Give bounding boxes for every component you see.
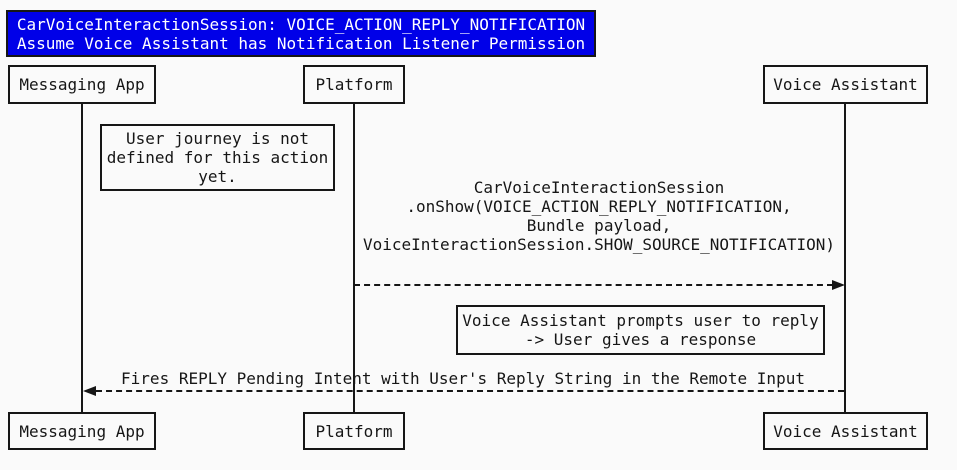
participant-messaging-app-top: Messaging App [8, 65, 156, 104]
arrowhead-left-icon [83, 386, 96, 396]
participant-messaging-app-bottom: Messaging App [8, 412, 156, 450]
diagram-title: CarVoiceInteractionSession: VOICE_ACTION… [6, 10, 596, 57]
participant-platform-top: Platform [303, 65, 405, 104]
message-fires-reply-label: Fires REPLY Pending Intent with User's R… [121, 369, 805, 388]
arrowhead-right-icon [832, 280, 845, 290]
participant-voice-assistant-bottom: Voice Assistant [763, 412, 928, 450]
participant-voice-assistant-top: Voice Assistant [763, 65, 928, 104]
lifeline-voice-assistant [844, 104, 846, 412]
arrow-voice-assistant-to-messaging-app [96, 390, 844, 392]
lifeline-platform [353, 104, 355, 412]
note-user-journey: User journey is not defined for this act… [100, 124, 335, 191]
lifeline-messaging-app [81, 104, 83, 412]
arrow-platform-to-voice-assistant [354, 284, 833, 286]
note-prompt-reply: Voice Assistant prompts user to reply ->… [456, 305, 825, 355]
message-onshow-label: CarVoiceInteractionSession .onShow(VOICE… [362, 178, 835, 254]
participant-platform-bottom: Platform [303, 412, 405, 450]
